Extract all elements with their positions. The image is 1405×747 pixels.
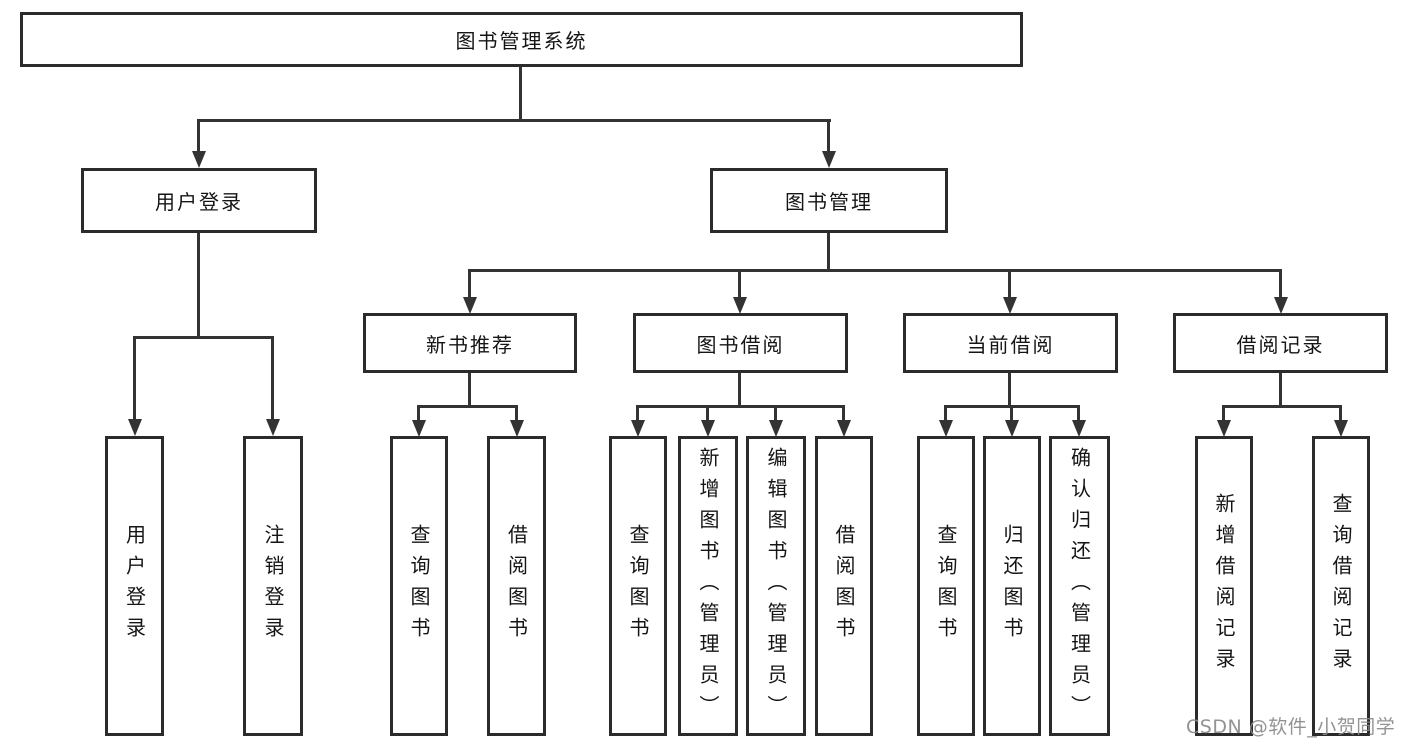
node-current-borrowing-label: 当前借阅 [966,332,1055,357]
connector-line [706,405,709,422]
arrowhead-icon [266,419,280,436]
connector-line [1010,405,1013,422]
leaf-borrowing-edit-books-admin-label: 编辑图书（管理员） [764,446,788,726]
node-book-management: 图书管理 [710,168,948,233]
node-book-management-label: 图书管理 [785,190,873,214]
connector-line [1008,269,1011,299]
arrowhead-icon [733,297,747,314]
connector-line [1222,405,1341,408]
connector-line [133,336,274,339]
arrowhead-icon [1072,420,1086,437]
arrowhead-icon [822,151,836,168]
leaf-user-login: 用户登录 [105,436,164,736]
connector-line [468,373,471,407]
arrowhead-icon [837,420,851,437]
leaf-current-return-books: 归还图书 [983,436,1041,736]
leaf-current-confirm-return-admin-label: 确认归还（管理员） [1067,446,1092,726]
connector-line [197,119,831,122]
connector-line [519,67,522,121]
connector-line [271,336,274,421]
leaf-borrowing-query-books-label: 查询图书 [626,524,650,648]
leaf-user-login-label: 用户登录 [122,524,147,648]
leaf-records-query-record-label: 查询借阅记录 [1329,493,1353,679]
leaf-records-query-record: 查询借阅记录 [1312,436,1370,736]
leaf-records-add-record-label: 新增借阅记录 [1212,493,1236,679]
connector-line [468,269,471,299]
arrowhead-icon [1005,420,1019,437]
connector-line [515,405,518,422]
connector-line [1279,269,1282,299]
leaf-borrowing-borrow-books-label: 借阅图书 [832,524,856,648]
connector-line [197,119,200,154]
connector-line [197,233,200,338]
leaf-borrowing-query-books: 查询图书 [609,436,667,736]
connector-line [1008,373,1011,407]
arrowhead-icon [1003,297,1017,314]
arrowhead-icon [412,420,426,437]
connector-line [636,405,845,408]
arrowhead-icon [1334,420,1348,437]
node-user-login-label: 用户登录 [155,190,243,214]
connector-line [1339,405,1342,422]
arrowhead-icon [1274,297,1288,314]
connector-line [468,269,1282,272]
leaf-newbook-borrow-books: 借阅图书 [487,436,546,736]
connector-line [1279,373,1282,407]
node-root-label: 图书管理系统 [455,29,588,53]
leaf-borrowing-add-books-admin-label: 新增图书（管理员） [696,446,720,726]
connector-line [1077,405,1080,422]
node-book-borrowing-label: 图书借阅 [696,332,785,357]
connector-line [774,405,777,422]
node-borrowing-records-label: 借阅记录 [1236,332,1325,357]
connector-line [133,336,136,421]
leaf-newbook-query-books-label: 查询图书 [407,524,431,648]
leaf-newbook-query-books: 查询图书 [390,436,448,736]
connector-line [944,405,947,422]
arrowhead-icon [128,419,142,436]
node-current-borrowing: 当前借阅 [903,313,1118,373]
connector-line [827,119,830,154]
connector-line [1222,405,1225,422]
connector-line [827,233,830,271]
leaf-borrowing-add-books-admin: 新增图书（管理员） [678,436,738,736]
arrowhead-icon [463,297,477,314]
connector-line [842,405,845,422]
node-new-book-recommend: 新书推荐 [363,313,577,373]
leaf-current-confirm-return-admin: 确认归还（管理员） [1049,436,1110,736]
node-borrowing-records: 借阅记录 [1173,313,1388,373]
leaf-borrowing-borrow-books: 借阅图书 [815,436,873,736]
node-book-borrowing: 图书借阅 [633,313,848,373]
arrowhead-icon [510,420,524,437]
leaf-newbook-borrow-books-label: 借阅图书 [504,524,529,648]
arrowhead-icon [631,420,645,437]
connector-line [417,405,420,422]
node-user-login: 用户登录 [81,168,317,233]
leaf-current-return-books-label: 归还图书 [1000,524,1024,648]
node-root: 图书管理系统 [20,12,1023,67]
leaf-current-query-books: 查询图书 [917,436,975,736]
leaf-logout: 注销登录 [243,436,303,736]
connector-line [417,405,518,408]
connector-line [738,373,741,407]
arrowhead-icon [701,420,715,437]
arrowhead-icon [769,420,783,437]
leaf-current-query-books-label: 查询图书 [934,524,958,648]
connector-line [636,405,639,422]
arrowhead-icon [939,420,953,437]
leaf-borrowing-edit-books-admin: 编辑图书（管理员） [746,436,806,736]
node-new-book-recommend-label: 新书推荐 [426,332,514,357]
leaf-records-add-record: 新增借阅记录 [1195,436,1253,736]
leaf-logout-label: 注销登录 [261,524,285,648]
arrowhead-icon [192,151,206,168]
csdn-watermark: CSDN @软件_小贺同学 [1186,716,1396,738]
connector-line [738,269,741,299]
arrowhead-icon [1217,420,1231,437]
